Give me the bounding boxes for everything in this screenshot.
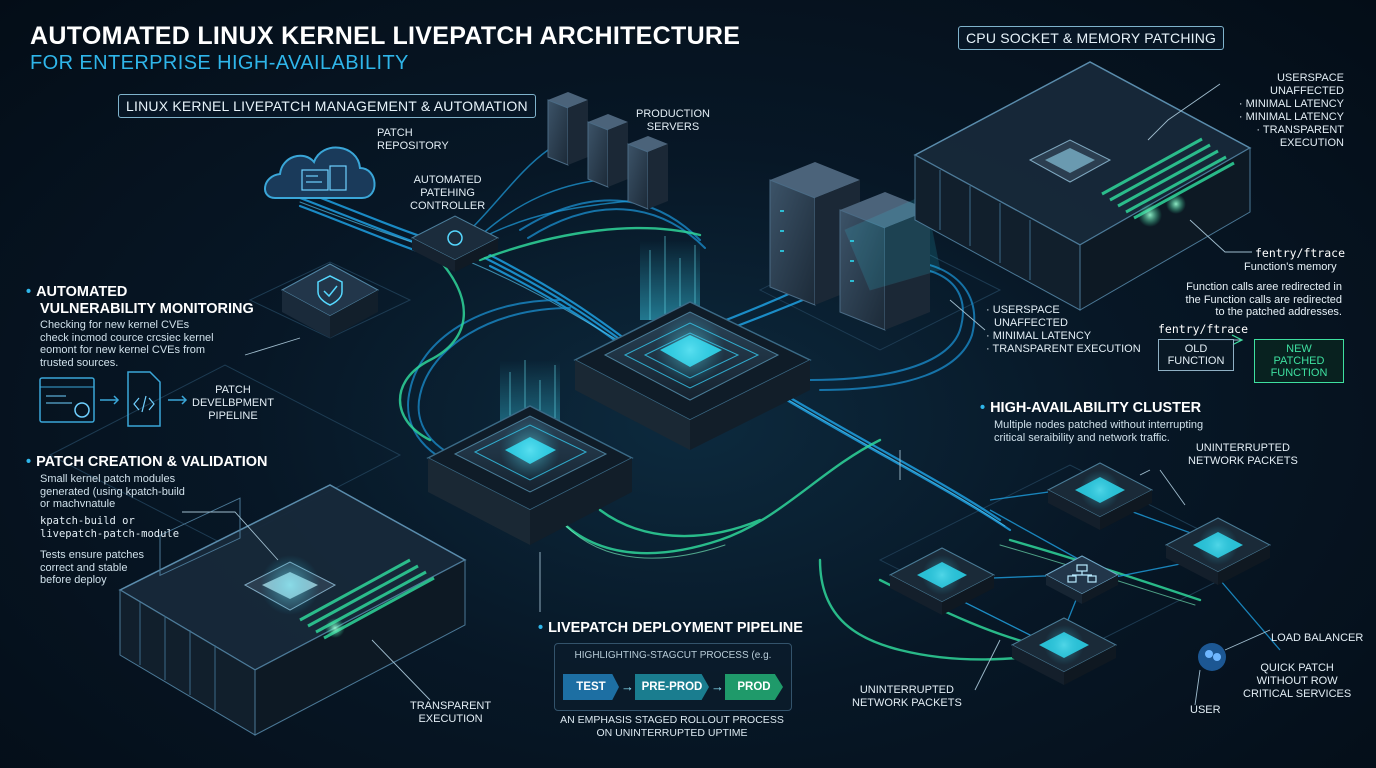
security-module xyxy=(280,263,380,338)
stage-arrow-1: → xyxy=(621,679,634,694)
fentry-label: fentry/ftrace xyxy=(1255,246,1346,260)
stage-arrow-2: → xyxy=(711,679,724,694)
cpu-server-chassis xyxy=(913,61,1252,311)
vulnerability-heading: •AUTOMATED VULNERABILITY MONITORING xyxy=(26,284,254,317)
pipeline-heading: •LIVEPATCH DEPLOYMENT PIPELINE xyxy=(538,620,803,636)
server-towers xyxy=(769,162,930,331)
cpu-box: CPU SOCKET & MEMORY PATCHING xyxy=(958,26,1225,50)
cpu-notes-list: USERSPACE UNAFFECTED· MINIMAL LATENCY · … xyxy=(1238,72,1344,149)
leader-lines xyxy=(182,83,1271,706)
cluster-nodes xyxy=(888,462,1272,685)
dev-server-chassis xyxy=(118,484,467,736)
cloud-repository xyxy=(264,146,376,199)
production-racks xyxy=(547,92,668,210)
stage-test: TEST xyxy=(563,674,619,700)
ha-cluster-body: Multiple nodes patched without interrupt… xyxy=(994,419,1204,444)
middle-chip xyxy=(426,405,634,545)
load-balancer-label: LOAD BALANCER xyxy=(1271,632,1364,644)
pipeline-caption: HIGHLIGHTING-STAGCUT PROCESS (e.g. xyxy=(574,650,772,661)
controller-chip xyxy=(410,215,500,272)
functions-memory-label: Function's memory xyxy=(1244,261,1337,273)
stage-preprod: PRE-PROD xyxy=(635,674,709,700)
fentry-label-2: fentry/ftrace xyxy=(1158,322,1249,336)
management-box: LINUX KERNEL LIVEPATCH MANAGEMENT & AUTO… xyxy=(118,94,536,118)
user-label: USER xyxy=(1190,704,1221,716)
central-chip xyxy=(573,301,812,450)
stage-prod: PROD xyxy=(725,674,783,700)
page-title: AUTOMATED LINUX KERNEL LIVEPATCH ARCHITE… xyxy=(30,22,741,50)
dev-icons xyxy=(39,371,188,427)
ha-cluster-heading: •HIGH-AVAILABILITY CLUSTER xyxy=(980,400,1202,416)
pipeline-box: HIGHLIGHTING-STAGCUT PROCESS (e.g. TEST … xyxy=(554,643,792,711)
page-subtitle: FOR ENTERPRISE HIGH-AVAILABILITY xyxy=(30,52,409,74)
patch-creation-heading: •PATCH CREATION & VALIDATION xyxy=(26,454,268,470)
